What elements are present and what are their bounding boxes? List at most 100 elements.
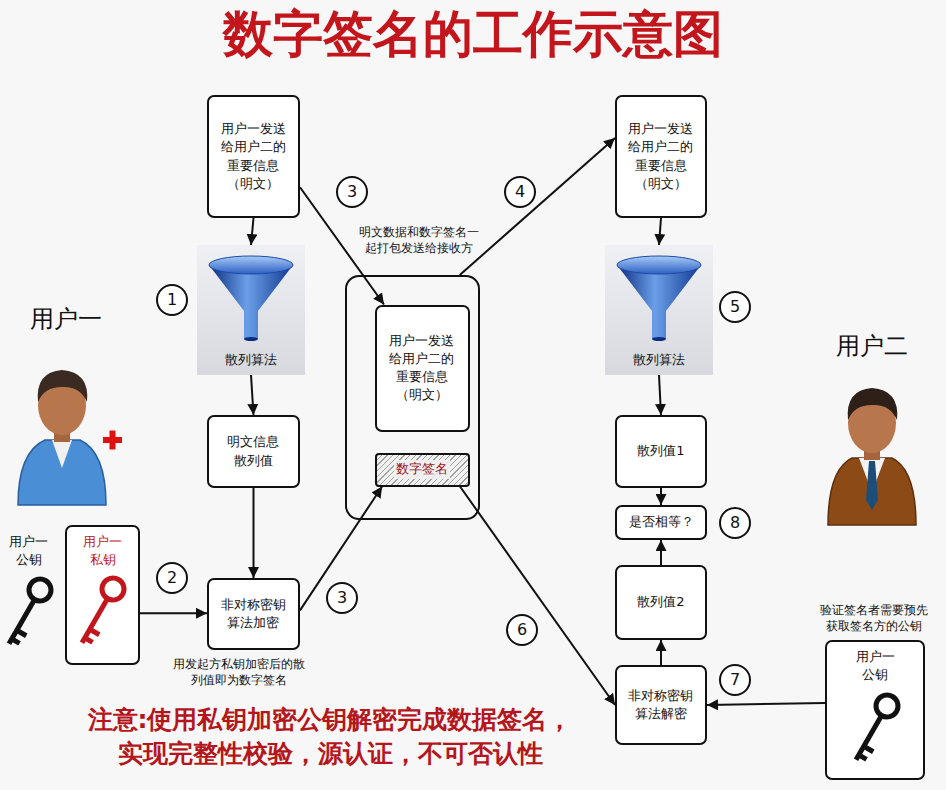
funnel-symbol [209,256,293,341]
connector-arrow [659,218,661,245]
connector-arrow [251,218,254,245]
encrypt-box: 非对称密钥算法加密 [207,578,300,650]
label-holder: 3 [337,177,367,207]
funnel-cone [209,265,293,339]
key-shaft [854,713,884,761]
node-text: 数字签名 [394,460,450,478]
note-text: 注意:使用私钥加密公钥解密完成数据签名，实现完整性校验，源认证，不可否认性 [80,703,580,771]
callout-number: 6 [517,622,527,638]
text-holder: 用户一公钥 [854,648,896,684]
node-text: 用户一公钥 [854,648,896,684]
callout-circle [720,665,750,695]
label-holder: 2 [157,563,187,593]
node-text: 散列值1 [637,442,684,460]
connector-arrow [140,612,207,614]
text-holder: 是否相等？ [629,513,694,531]
connector-arrow [660,640,662,665]
callout-number: 2 [167,570,177,586]
callout-number: 3 [337,590,347,606]
text-holder: 数字签名 [394,460,450,478]
label-holder: 用发起方私钥加密后的散列值即为数字签名 [168,656,310,688]
callout-circle [720,292,750,322]
user-one-hair [38,370,88,402]
label-holder: 用户一公钥 [8,533,50,568]
label-holder: 4 [505,177,535,207]
key-tooth [864,745,874,754]
user-two-tie [866,461,878,510]
text-holder: 用户一私钥 [82,533,124,569]
node-text: 用户一发送给用户二的重要信息（明文） [219,120,288,193]
hash-algorithm-funnel: 散列算法 [605,245,713,375]
key-symbol [72,574,128,648]
diagram-title: 数字签名的工作示意图 [0,4,946,64]
user-one-figure [18,370,106,505]
connector-arrow [660,540,662,565]
message-box: 用户一发送给用户二的重要信息（明文） [207,95,300,218]
user-one-collar [52,440,72,468]
user-one-body [18,440,106,505]
node-heading: 明文数据和数字签名一起打包发送给接收方 [358,224,480,256]
callout-number: 7 [730,672,740,688]
connector-arrow [659,375,661,415]
connector-arrow [460,138,615,275]
label-holder: 7 [720,665,750,695]
title-holder: 数字签名的工作示意图 [0,4,946,64]
funnel-cone [617,265,701,339]
key-shaft [7,597,37,645]
label-holder: 6 [507,615,537,645]
text-holder: 明文信息散列值 [226,433,282,469]
callout-number: 1 [167,292,177,308]
label-holder: 用户二 [836,330,908,362]
callout-circle [157,563,187,593]
node-text: 明文信息散列值 [226,433,282,469]
funnel-rim [617,256,701,274]
text-holder: 散列值2 [637,593,684,611]
text-holder: 散列值1 [637,442,684,460]
red-cross-mark [103,431,122,450]
user-two-figure [828,388,916,525]
hash-value-box: 散列值1 [615,415,707,488]
callout-number: 5 [730,299,740,315]
callout-number: 3 [347,184,357,200]
heading-holder: 验证签名者需要预先获取签名方的公钥 [817,602,931,634]
node-text: 非对称密钥算法解密 [627,687,696,723]
key-ring [25,575,55,605]
connector-arrow [707,703,825,705]
label-holder: 1 [157,285,187,315]
callout-circle [327,583,357,613]
annotation: 用发起方私钥加密后的散列值即为数字签名 [168,656,310,688]
red-cross-bar [110,431,116,450]
callout-number: 4 [515,184,525,200]
compare-box: 是否相等？ [615,505,707,540]
text-holder: 用户一发送给用户二的重要信息（明文） [388,332,457,405]
callout-number: 8 [730,515,740,531]
connector-arrow [251,375,254,415]
funnel-symbol [617,256,701,341]
text-holder: 非对称密钥算法解密 [627,687,696,723]
callout-circle [720,508,750,538]
signature-box: 数字签名 [375,453,470,487]
connector-arrow [253,488,255,578]
key-tooth [17,629,27,638]
user-name: 用户一 [30,303,102,335]
node-text: 散列算法 [633,351,685,369]
callout-circles [157,177,750,695]
callout-circle [337,177,367,207]
callout-circle [507,615,537,645]
public-key-box: 用户一公钥验证签名者需要预先获取签名方的公钥 [825,640,925,780]
key-tooth [90,628,100,637]
funnel-spout [652,337,666,341]
label-holder: 5 [720,292,750,322]
hash-value-box: 散列值2 [615,565,707,640]
funnel-spout [244,337,258,341]
key-symbol [0,575,55,649]
funnel-rim [209,256,293,274]
node-text: 用户一发送给用户二的重要信息（明文） [627,120,696,193]
package-box: 明文数据和数字签名一起打包发送给接收方用户一发送给用户二的重要信息（明文）数字签… [345,275,480,520]
callout-circle [505,177,535,207]
hash-algorithm-funnel: 散列算法 [197,245,305,375]
